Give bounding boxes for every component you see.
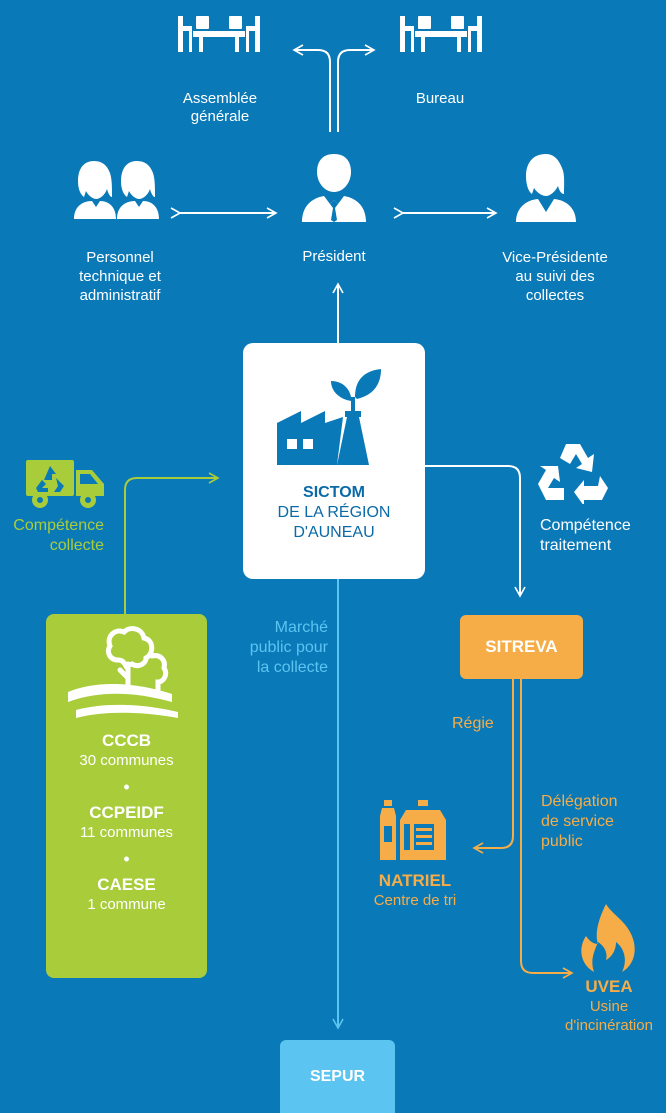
recycle-icon <box>538 444 608 504</box>
delegation-label: Délégation de service public <box>541 792 618 852</box>
uvea-label: UVEA Usine d'incinération <box>555 976 663 1035</box>
bureau-label: Bureau <box>415 90 465 107</box>
sictom-line: SICTOM <box>303 484 365 501</box>
assemblee-line: générale <box>190 108 250 125</box>
marche-public-line: public pour <box>249 639 328 656</box>
personnel-line: technique et <box>79 268 161 285</box>
delegation-line: Délégation <box>541 793 618 810</box>
bottles-icon <box>380 800 446 860</box>
natriel-name: NATRIEL <box>378 871 452 890</box>
landscape-tree-icon <box>68 626 178 718</box>
president-icon <box>302 154 366 222</box>
separator-dot: • <box>123 849 130 869</box>
eco-factory-icon <box>277 369 381 465</box>
regie-label: Régie <box>452 715 494 732</box>
marche-public-line: Marché <box>274 619 328 636</box>
sictom-card: SICTOM DE LA RÉGION D'AUNEAU <box>243 343 425 579</box>
sepur-card: SEPUR <box>280 1040 395 1113</box>
collectivites-card: CCCB 30 communes • CCPEIDF 11 communes •… <box>46 614 207 978</box>
delegation-line: de service <box>541 813 614 830</box>
uvea-sub-line: d'incinération <box>565 1017 653 1034</box>
flame-icon <box>581 904 635 972</box>
vice-president-line: Vice-Présidente <box>502 249 608 266</box>
caese-communes: 1 commune <box>87 896 166 913</box>
personnel-line: Personnel <box>86 249 154 266</box>
vice-president-label: Vice-Présidente au suivi des collectes <box>470 248 640 305</box>
competence-collecte-line: Compétence <box>13 517 104 534</box>
arrow-traitement <box>425 465 526 598</box>
personnel-line: administratif <box>79 287 161 304</box>
natriel-label: NATRIEL Centre de tri <box>360 870 470 910</box>
natriel-sub: Centre de tri <box>373 892 457 909</box>
marche-public-label: Marché public pour la collecte <box>226 618 328 678</box>
assemblee-label: Assemblée générale <box>160 90 280 126</box>
president-label: Président <box>302 248 366 265</box>
cccb-communes: 30 communes <box>79 752 174 769</box>
sictom-line: D'AUNEAU <box>293 524 375 541</box>
arrow-president-bureau <box>337 44 376 132</box>
collectivites-list: CCCB 30 communes • CCPEIDF 11 communes •… <box>46 730 207 914</box>
arrow-delegation <box>520 679 574 979</box>
assemblee-line: Assemblée <box>182 90 258 107</box>
ccpeidf-name: CCPEIDF <box>89 803 164 822</box>
arrow-president-assemblee <box>292 44 331 132</box>
delegation-line: public <box>541 833 583 850</box>
competence-collecte-line: collecte <box>49 537 104 554</box>
cccb-name: CCCB <box>101 731 152 750</box>
uvea-name: UVEA <box>585 977 633 996</box>
competence-traitement-label: Compétence traitement <box>540 516 660 556</box>
competence-traitement-line: traitement <box>540 537 612 554</box>
garbage-truck-icon <box>26 460 104 508</box>
staff-group-icon <box>74 161 159 219</box>
caese-name: CAESE <box>97 875 156 894</box>
vice-president-line: collectes <box>525 287 585 304</box>
sitreva-card: SITREVA <box>460 615 583 679</box>
sictom-title: SICTOM DE LA RÉGION D'AUNEAU <box>243 483 425 543</box>
competence-traitement-line: Compétence <box>540 517 631 534</box>
meeting-table-icon <box>400 16 482 52</box>
personnel-label: Personnel technique et administratif <box>40 248 200 305</box>
vice-president-line: au suivi des <box>515 268 595 285</box>
ccpeidf-communes: 11 communes <box>79 824 174 841</box>
vice-president-icon <box>516 154 576 222</box>
arrow-regie <box>472 679 514 854</box>
sictom-line: DE LA RÉGION <box>277 504 391 521</box>
separator-dot: • <box>123 777 130 797</box>
arrow-collecte <box>124 472 220 614</box>
competence-collecte-label: Compétence collecte <box>4 516 104 556</box>
marche-public-line: la collecte <box>256 659 328 676</box>
uvea-sub-line: Usine <box>589 998 629 1015</box>
meeting-table-icon <box>178 16 260 52</box>
